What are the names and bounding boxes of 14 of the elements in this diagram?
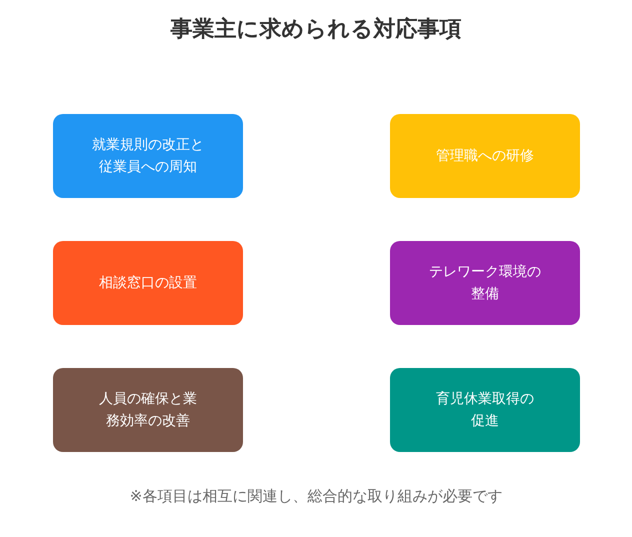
topic-text: 相談窓口の設置 [99, 274, 197, 293]
topic-box [390, 114, 580, 198]
topic-box [53, 241, 243, 325]
topic-text: 人員の確保と業務効率の改善 [98, 390, 198, 431]
topic-text: 就業規則の改正と従業員への周知 [90, 136, 205, 177]
topic-text: テレワーク環境の整備 [428, 262, 542, 304]
topic-text: 管理職への研修 [436, 146, 534, 166]
footnote: ※各項目は相互に関連し、総合的な取り組みが必要です [128, 487, 504, 506]
topic-box [390, 241, 580, 325]
diagram-title: 事業主に求められる対応事項 [170, 16, 462, 44]
topic-text: 育児休業取得の促進 [434, 390, 535, 431]
topic-box [53, 368, 243, 452]
topic-box [390, 368, 580, 452]
topic-box [53, 114, 243, 198]
